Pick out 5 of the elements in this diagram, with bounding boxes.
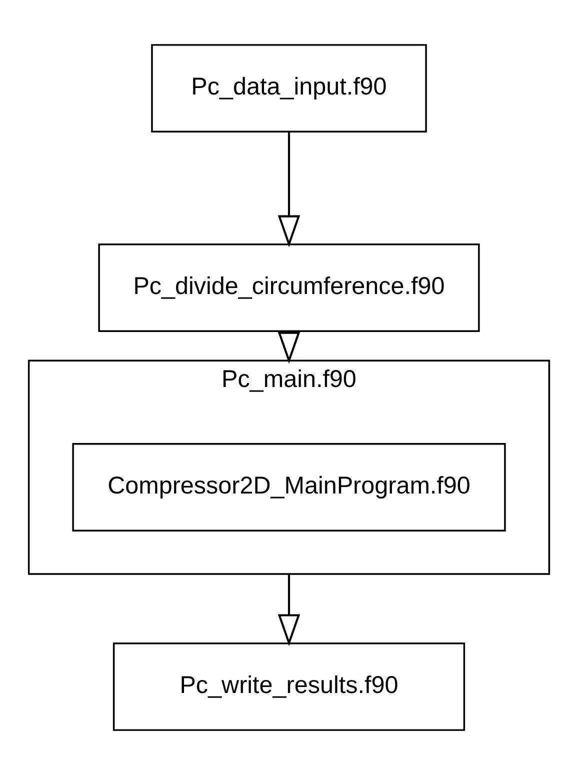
node-box: Compressor2D_MainProgram.f90 xyxy=(72,442,506,531)
node-box: Pc_write_results.f90 xyxy=(112,642,466,730)
arrow xyxy=(278,132,300,247)
node-box: Pc_data_input.f90 xyxy=(151,44,427,132)
arrow xyxy=(278,573,300,646)
